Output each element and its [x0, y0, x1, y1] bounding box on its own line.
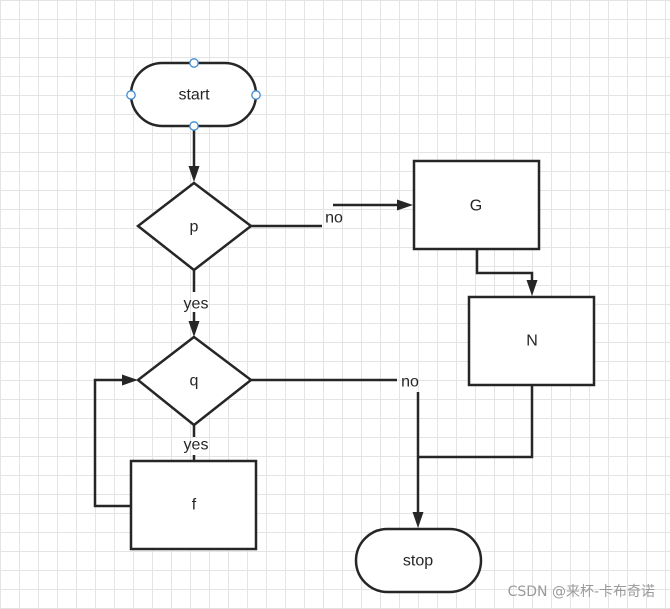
edge-g-n[interactable]: [475, 249, 534, 280]
edge-labels: no yes no yes: [184, 210, 419, 454]
n-process-shape: [467, 295, 596, 387]
q-no-label: no: [401, 374, 419, 391]
node-n[interactable]: N: [467, 295, 596, 387]
selection-handle-left[interactable]: [126, 90, 136, 100]
stop-terminal-shape: [354, 527, 483, 594]
q-decision-shape: [135, 335, 254, 427]
p-label: p: [190, 219, 199, 236]
arrowhead-g-n: [526, 280, 538, 296]
arrowhead-p-q: [188, 321, 200, 337]
node-g[interactable]: G: [412, 159, 541, 251]
p-decision-shape: [135, 181, 254, 272]
arrowhead-start-p: [188, 166, 200, 182]
selection-handle-top[interactable]: [189, 58, 199, 68]
g-process-shape: [412, 159, 541, 251]
f-label: f: [192, 497, 197, 514]
p-yes-label: yes: [184, 296, 209, 313]
arrowhead-p-g: [397, 199, 413, 211]
node-stop[interactable]: stop: [354, 527, 483, 594]
node-q[interactable]: q: [135, 335, 254, 427]
arrowhead-f-q-loop: [122, 374, 138, 386]
q-yes-label: yes: [184, 437, 209, 454]
node-start[interactable]: start: [129, 61, 258, 128]
stop-label: stop: [403, 553, 433, 570]
p-no-label: no: [325, 210, 343, 227]
edge-f-q-loop[interactable]: [93, 378, 131, 508]
edges: [93, 126, 538, 528]
node-f[interactable]: f: [129, 459, 258, 551]
q-label: q: [190, 373, 199, 390]
node-p[interactable]: p: [135, 181, 254, 272]
selection-handle-bottom[interactable]: [189, 121, 199, 131]
selection-handles: [126, 58, 261, 131]
selection-handle-right[interactable]: [251, 90, 261, 100]
edge-p-g[interactable]: [251, 203, 397, 228]
start-label: start: [178, 87, 210, 104]
arrowhead-q-stop: [412, 512, 424, 528]
f-process-shape: [129, 459, 258, 551]
edge-q-stop[interactable]: [251, 378, 420, 512]
g-label: G: [470, 198, 482, 215]
n-label: N: [526, 333, 538, 350]
watermark: CSDN @来杯-卡布奇诺: [508, 583, 655, 600]
edge-n-stop[interactable]: [418, 385, 534, 459]
